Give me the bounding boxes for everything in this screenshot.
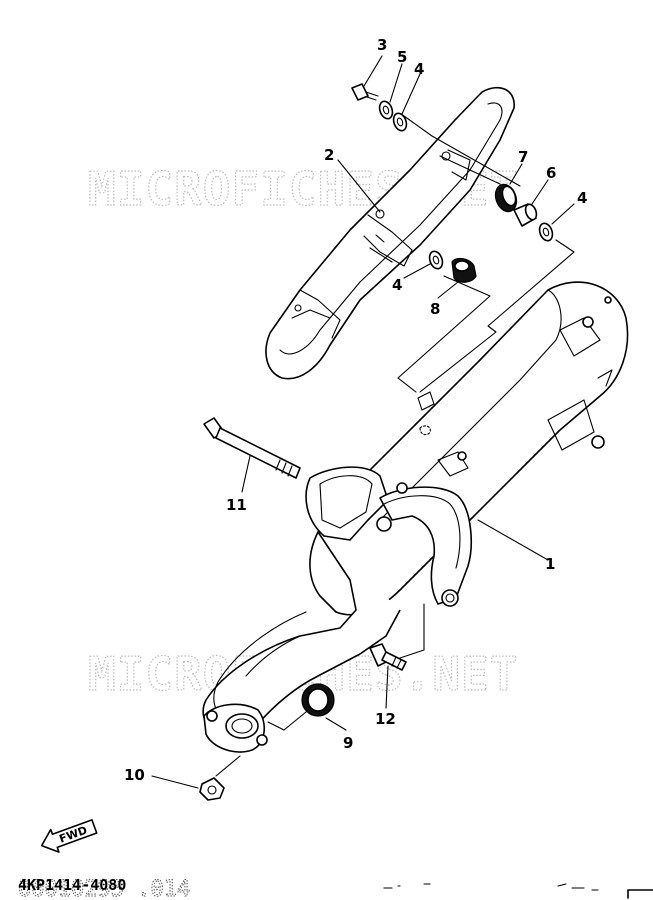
callout-2: 2 <box>324 146 334 164</box>
washer-part-4-right <box>538 222 554 242</box>
heat-protector <box>265 86 515 380</box>
callout-7: 7 <box>518 148 528 166</box>
callout-8: 8 <box>430 300 440 318</box>
collar-part-6 <box>513 203 538 227</box>
gasket-part-9 <box>301 683 335 717</box>
callout-1: 1 <box>545 555 555 573</box>
washer-part-4-middle <box>428 250 444 270</box>
scan-artifacts <box>383 883 653 899</box>
callout-labels: 3 5 4 2 7 6 4 4 8 1 11 12 9 10 <box>124 36 587 784</box>
washer-part-5 <box>378 100 394 120</box>
damper-part-8 <box>451 257 477 283</box>
grommet-part-7 <box>494 183 518 213</box>
callout-3: 3 <box>377 36 387 54</box>
leader-lines <box>151 55 575 789</box>
callout-4-top: 4 <box>414 60 424 78</box>
scan-code: 00010295 .014 <box>18 877 190 900</box>
fwd-arrow-icon: FWD <box>40 819 98 853</box>
washer-part-4-top <box>392 112 408 132</box>
nut-part-10 <box>199 777 225 801</box>
callout-4-right: 4 <box>577 189 587 207</box>
callout-4-middle: 4 <box>392 276 402 294</box>
callout-5: 5 <box>397 48 407 66</box>
muffler-assembly <box>202 281 629 753</box>
callout-12: 12 <box>375 710 396 728</box>
diagram-code: 4KP1414-4080 <box>18 876 126 894</box>
callout-10: 10 <box>124 766 145 784</box>
bolt-part-12 <box>369 643 407 671</box>
callout-11: 11 <box>226 496 247 514</box>
bolt-part-11 <box>203 417 301 479</box>
callout-6: 6 <box>546 164 556 182</box>
callout-9: 9 <box>343 734 353 752</box>
bolt-part-3 <box>351 83 379 101</box>
